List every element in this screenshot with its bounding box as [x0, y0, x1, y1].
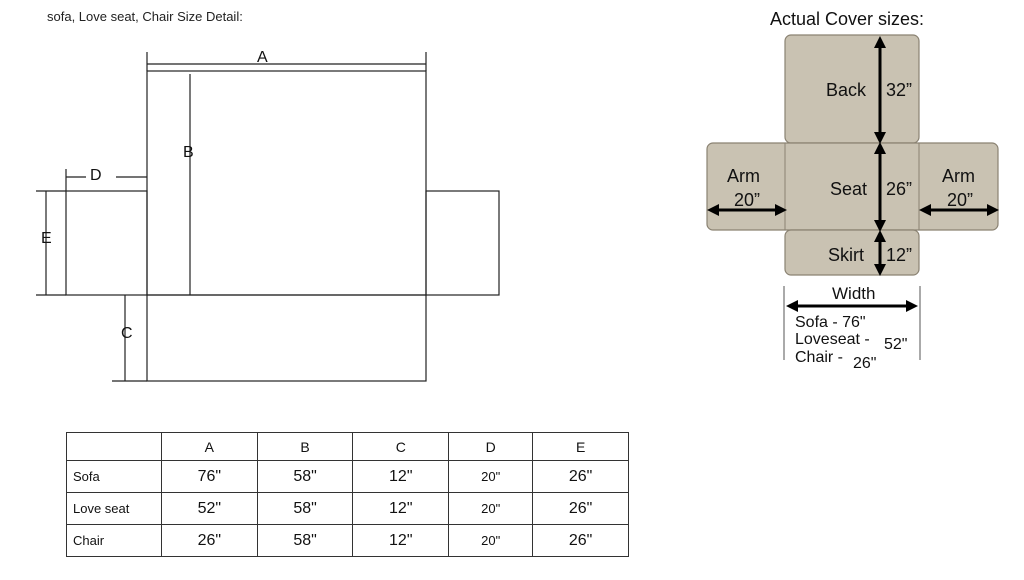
- cover-arm-right-label: Arm: [942, 166, 975, 186]
- cell-d: 20": [448, 460, 534, 493]
- table-row: Love seat 52" 58" 12" 20" 26": [66, 492, 629, 525]
- cell-a: 76": [161, 460, 258, 493]
- row-name: Chair: [66, 524, 162, 557]
- cell-d: 20": [448, 492, 534, 525]
- table-header-cell: D: [448, 432, 534, 461]
- sofa-back-outline: [146, 70, 427, 296]
- page-title: sofa, Love seat, Chair Size Detail:: [47, 9, 243, 24]
- cell-c: 12": [352, 492, 450, 525]
- width-sofa: Sofa - 76": [795, 314, 866, 331]
- size-table: A B C D E Sofa 76" 58" 12" 20" 26" Love …: [66, 432, 629, 557]
- cell-d: 20": [448, 524, 534, 557]
- cover-title: Actual Cover sizes:: [770, 9, 925, 29]
- cell-b: 58": [256, 492, 354, 525]
- right-arm-outline: [425, 190, 500, 296]
- cover-illustration: [706, 34, 999, 360]
- cover-arm-right-size: 20”: [947, 190, 974, 210]
- label-a: A: [257, 49, 268, 66]
- table-header-cell: B: [256, 432, 354, 461]
- cover-skirt-size: 12”: [886, 245, 913, 265]
- table-row: Chair 26" 58" 12" 20" 26": [66, 524, 629, 557]
- cover-seat-size: 26”: [886, 179, 913, 199]
- row-name: Sofa: [66, 460, 162, 493]
- table-row: Sofa 76" 58" 12" 20" 26": [66, 460, 629, 493]
- cell-c: 12": [352, 460, 450, 493]
- table-header-cell: [66, 432, 162, 461]
- cell-e: 26": [532, 492, 629, 525]
- table-header-cell: C: [352, 432, 450, 461]
- cell-e: 26": [532, 460, 629, 493]
- cell-c: 12": [352, 524, 450, 557]
- cover-arm-left-size: 20”: [734, 190, 761, 210]
- width-chair-label: Chair -: [795, 349, 844, 366]
- cover-seat-label: Seat: [830, 179, 868, 199]
- table-header-row: A B C D E: [66, 432, 629, 461]
- sofa-skirt-outline: [146, 294, 427, 382]
- label-c: C: [121, 325, 133, 342]
- cell-b: 58": [256, 460, 354, 493]
- label-d: D: [90, 167, 102, 184]
- cover-back-size: 32”: [886, 80, 913, 100]
- table-header-cell: E: [532, 432, 629, 461]
- left-arm-outline: [65, 190, 148, 296]
- width-chair-value: 26": [853, 355, 877, 372]
- cover-back-label: Back: [826, 80, 867, 100]
- width-loveseat-label: Loveseat -: [795, 331, 870, 348]
- cover-skirt-label: Skirt: [828, 245, 864, 265]
- width-label: Width: [832, 284, 876, 303]
- cell-b: 58": [256, 524, 354, 557]
- label-e: E: [41, 230, 52, 247]
- label-b: B: [183, 144, 194, 161]
- cell-e: 26": [532, 524, 629, 557]
- cell-a: 52": [161, 492, 258, 525]
- cover-arm-left-label: Arm: [727, 166, 760, 186]
- width-loveseat-value: 52": [884, 336, 908, 353]
- cell-a: 26": [161, 524, 258, 557]
- row-name: Love seat: [66, 492, 162, 525]
- table-header-cell: A: [161, 432, 258, 461]
